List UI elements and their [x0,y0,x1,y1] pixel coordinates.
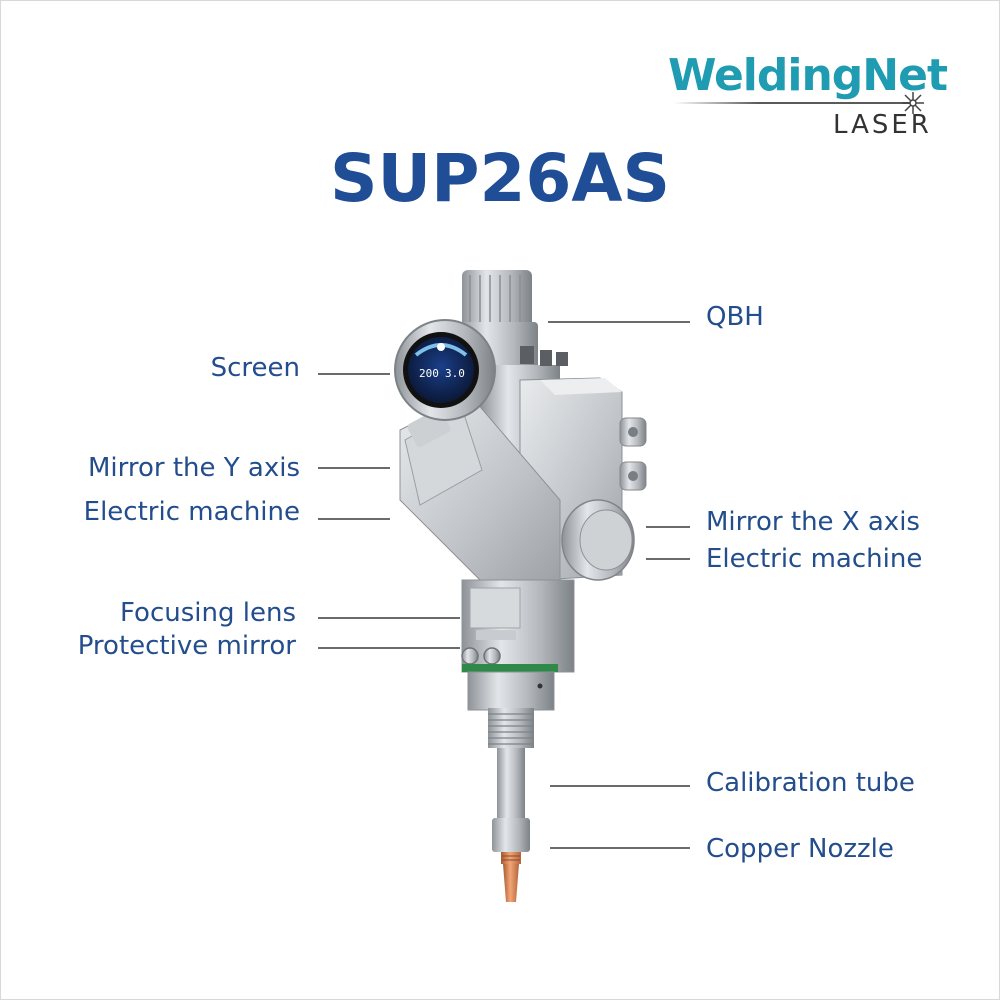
brand-rule [674,102,914,104]
label-electric-right: Electric machine [706,544,923,574]
green-band [462,664,558,672]
label-qbh: QBH [706,302,764,332]
leader-screen [318,373,390,375]
lens-module [461,579,575,711]
screen-value-left: 200 [419,367,439,380]
leader-qbh [548,321,690,323]
copper-nozzle [501,852,521,902]
label-screen: Screen [210,353,300,383]
leader-focusing-lens [318,617,460,619]
label-protective-mirror: Protective mirror [77,631,296,661]
label-mirror-y: Mirror the Y axis [87,453,300,483]
leader-calibration-tube [550,785,690,787]
leader-mirror-y [318,467,390,469]
spark-icon [902,92,924,114]
brand-name: WeldingNet [668,50,948,101]
screen-unit: 200 3.0 [394,319,496,421]
label-focusing-lens: Focusing lens [120,598,296,628]
leader-electric-right [646,558,690,560]
label-mirror-x: Mirror the X axis [706,507,920,537]
product-title: SUP26AS [330,140,670,217]
label-calibration-tube: Calibration tube [706,768,915,798]
screen-value-right: 3.0 [445,367,465,380]
label-electric-left: Electric machine [83,497,300,527]
leader-protective-mirror [318,647,460,649]
leader-copper-nozzle [550,847,690,849]
leader-electric-left [318,518,390,520]
calibration-tube [488,708,534,852]
brand-logo: WeldingNet LASER [668,50,948,150]
leader-mirror-x [646,526,690,528]
brand-sub: LASER [833,110,932,140]
label-copper-nozzle: Copper Nozzle [706,834,894,864]
screen-display [408,337,474,403]
